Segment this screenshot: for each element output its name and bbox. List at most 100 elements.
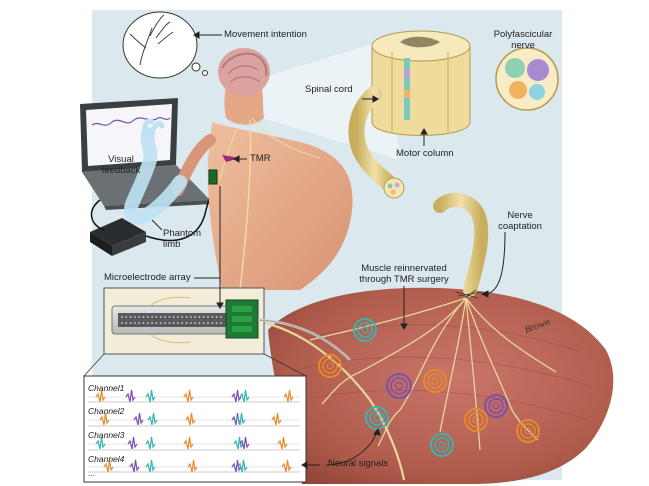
electrode-site: [185, 316, 188, 318]
electrode-site: [138, 322, 141, 324]
electrode-site: [194, 322, 197, 324]
polyfascicular-nerve-diagram: [495, 47, 559, 111]
electrode-site: [168, 316, 171, 318]
zoom-line: [263, 353, 307, 377]
coaptation-nerve: [433, 192, 489, 297]
label-polyfascicular-nerve: Polyfascicular nerve: [493, 29, 553, 51]
electrode-site: [159, 322, 162, 324]
neural-spike: [271, 412, 282, 426]
electrode-site: [198, 322, 201, 324]
neural-spike: [133, 412, 144, 426]
neural-spike: [239, 389, 250, 403]
electrode-site: [138, 316, 141, 318]
electrode-site: [198, 316, 201, 318]
neural-spike: [239, 436, 250, 450]
label-spinal-cord: Spinal cord: [305, 84, 353, 95]
label-neural-signals: Neural signals: [328, 458, 389, 469]
neural-spike: [283, 389, 294, 403]
callout-arrows: [151, 31, 506, 469]
microelectrode-array-panel: [103, 287, 265, 355]
neural-spike: [231, 389, 242, 403]
electrode-site: [194, 316, 197, 318]
target-rings: [318, 318, 540, 457]
electrode-site: [151, 322, 154, 324]
neural-spike: [145, 459, 156, 473]
cable: [90, 199, 105, 231]
label-motor-column: Motor column: [396, 148, 454, 159]
electrode-site: [207, 322, 209, 324]
phantom-limb: [124, 118, 187, 225]
thought-bubble: [122, 11, 208, 79]
electrode-site: [215, 316, 218, 318]
neural-spike: [237, 459, 248, 473]
electrode-site: [168, 322, 171, 324]
ring-orange-2: [423, 369, 447, 393]
electrode-site: [134, 322, 136, 324]
human-figure: [172, 48, 353, 291]
channel-label: Channel4: [88, 454, 125, 464]
neural-spike: [183, 436, 194, 450]
ring-purple-1: [386, 373, 412, 399]
nerve-branches: [259, 297, 557, 481]
neural-spike: [147, 412, 158, 426]
label-nerve-coaptation: Nerve coaptation: [498, 210, 542, 232]
electrode-site: [202, 316, 205, 318]
neural-spike: [127, 436, 138, 450]
arrow-phantom-limb: [151, 219, 163, 231]
neural-spike: [187, 459, 198, 473]
electrode-site: [207, 316, 209, 318]
more-channels-ellipsis: ...: [88, 468, 96, 478]
electrode-site: [177, 316, 179, 318]
ring-orange-3: [464, 408, 488, 432]
label-visual-feedback: Visual feedback: [101, 154, 141, 176]
electrode-site: [121, 322, 123, 324]
label-microelectrode-array: Microelectrode array: [104, 272, 191, 283]
controller-box: [90, 218, 146, 256]
channel-label: Channel3: [88, 430, 125, 440]
electrode-site: [181, 322, 184, 324]
electrode-site: [185, 322, 188, 324]
electrode-site: [146, 322, 149, 324]
electrode-site: [142, 316, 145, 318]
label-muscle-reinnervated: Muscle reinnervated through TMR surgery: [359, 263, 449, 285]
electrode-site: [159, 316, 162, 318]
arrow-nerve-coaptation: [485, 231, 506, 295]
electrode-site: [146, 316, 149, 318]
feedback-trace: [91, 116, 171, 126]
neural-spike: [281, 459, 292, 473]
motor-column-strip: [404, 58, 410, 120]
neural-signals-panel: [83, 375, 307, 483]
nerve-cross-section: [383, 177, 405, 199]
nerve-root: [348, 86, 400, 194]
electrode-site: [202, 322, 205, 324]
electrode-site: [220, 316, 222, 318]
hand-sketch: [129, 14, 174, 66]
electrode-site: [220, 322, 222, 324]
electrode-site: [189, 322, 192, 324]
neural-spike: [95, 389, 106, 403]
electrode-site: [129, 322, 132, 324]
tmr-marker: [222, 155, 240, 162]
neural-spike: [129, 459, 140, 473]
neural-spike: [183, 389, 194, 403]
channel-label: Channel1: [88, 383, 125, 393]
neural-spike: [125, 389, 136, 403]
neural-spike: [277, 436, 288, 450]
ring-teal-2: [365, 406, 389, 430]
electrode-site: [215, 322, 218, 324]
electrode-site: [134, 316, 136, 318]
neural-spike: [185, 412, 196, 426]
array-wire: [257, 319, 351, 361]
neural-spike: [235, 412, 246, 426]
electrode-site: [155, 322, 158, 324]
ring-purple-2: [484, 394, 508, 418]
label-movement-intention: Movement intention: [224, 29, 307, 40]
electrode-site: [177, 322, 179, 324]
electrode-site: [172, 322, 175, 324]
neural-spike: [145, 389, 156, 403]
neural-spike: [103, 459, 114, 473]
electrode-site: [129, 316, 132, 318]
neural-traces: [88, 389, 300, 473]
